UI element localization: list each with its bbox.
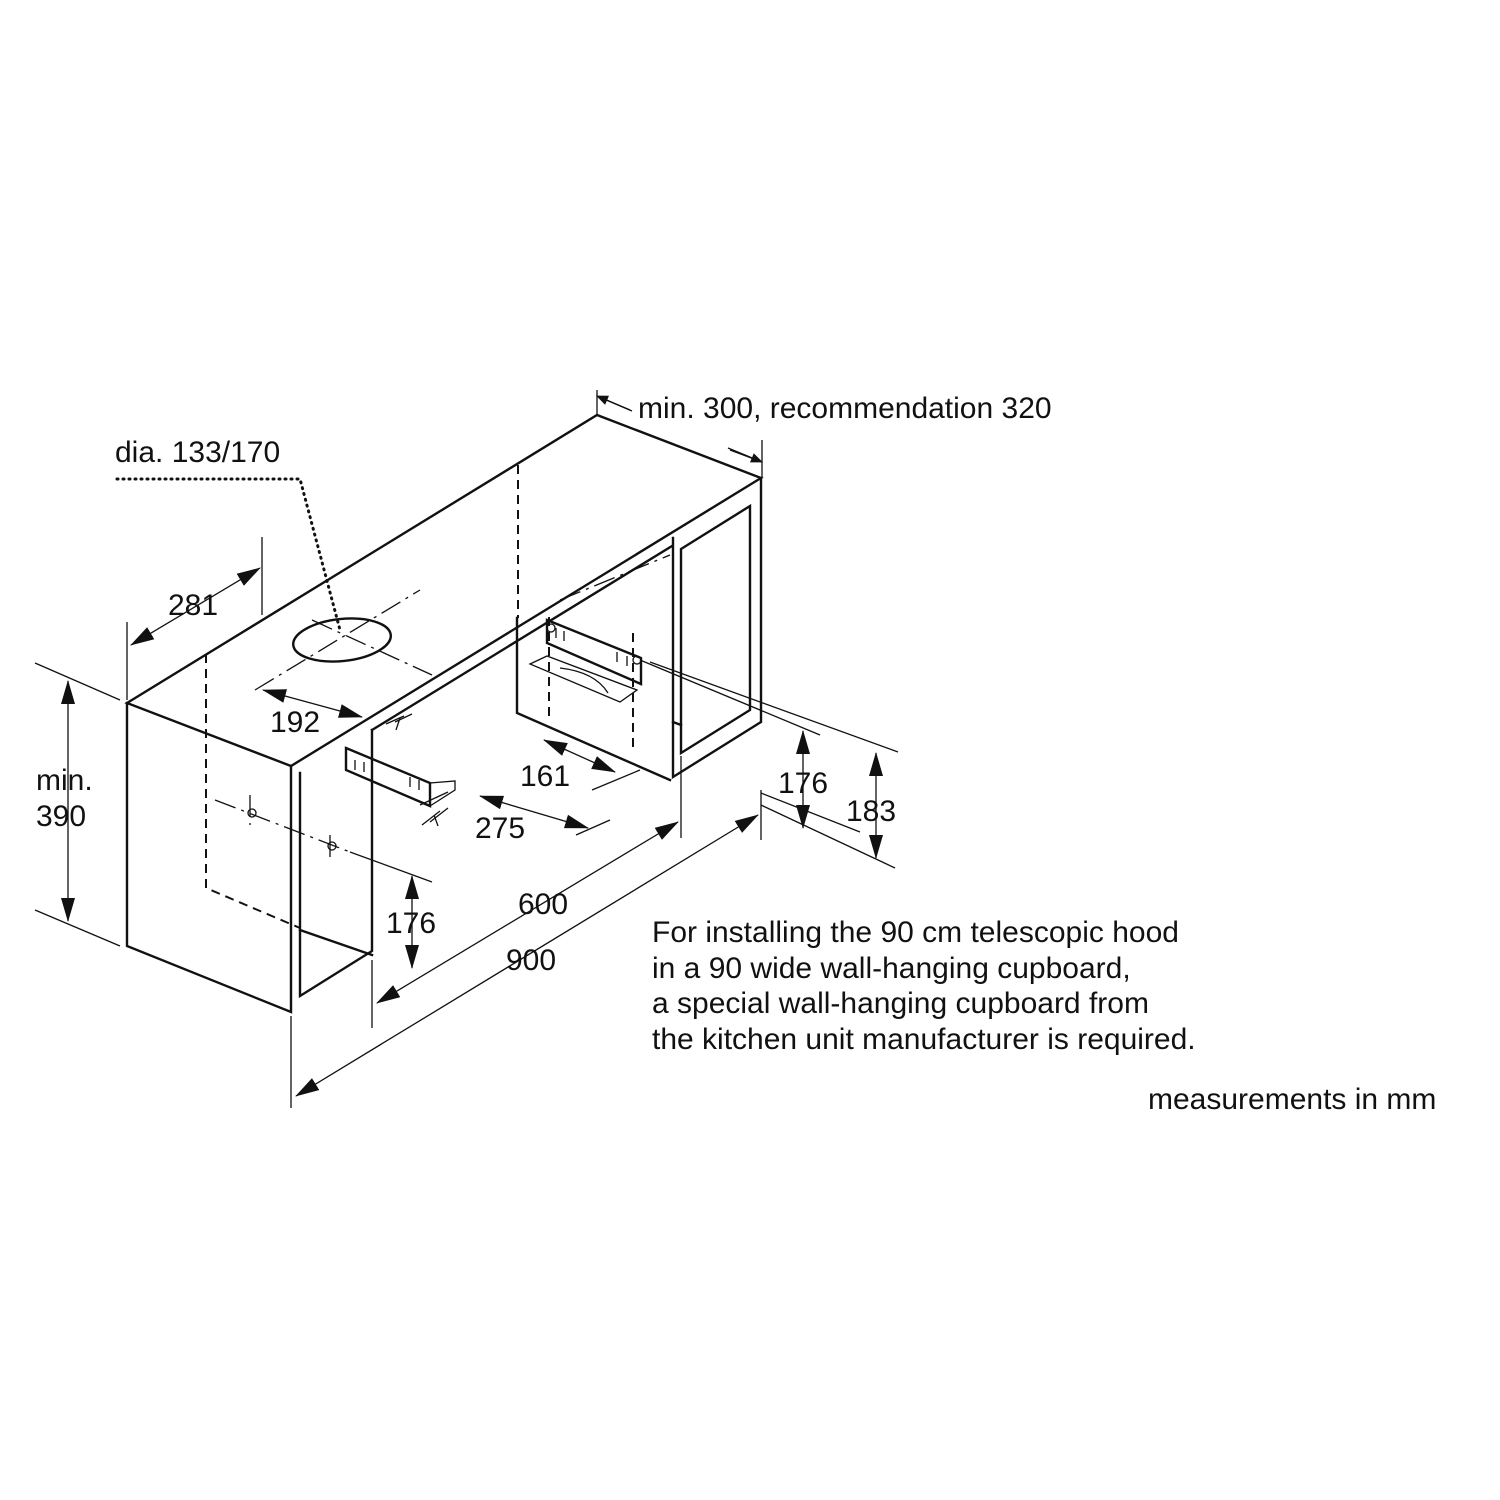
note-line-4: the kitchen unit manufacturer is require…: [652, 1022, 1196, 1056]
label-281: 281: [168, 589, 218, 622]
dimension-depth: [596, 390, 763, 478]
note-line-3: a special wall-hanging cupboard from: [652, 987, 1149, 1020]
dimension-390: [34, 662, 121, 947]
label-600: 600: [518, 888, 568, 921]
label-390: 390: [36, 800, 86, 833]
duct-opening: [254, 554, 671, 691]
label-176-left: 176: [386, 907, 436, 940]
dimension-161: [543, 739, 641, 791]
label-min: min.: [36, 764, 93, 797]
dimension-183: [649, 661, 899, 869]
hidden-edges: [205, 465, 634, 929]
wall-fixing-holes: [214, 795, 351, 860]
units-label: measurements in mm: [1148, 1083, 1437, 1116]
mounting-bracket-left: [344, 713, 456, 827]
dimension-192: [262, 689, 363, 718]
label-161: 161: [520, 760, 570, 793]
note-line-2: in a 90 wide wall-hanging cupboard,: [652, 951, 1131, 985]
dimension-281: [126, 537, 263, 700]
diameter-leader: [115, 477, 342, 632]
dimension-176-right: [639, 659, 861, 833]
mounting-bracket-right: [528, 618, 643, 703]
note-line-1: For installing the 90 cm telescopic hood: [652, 916, 1179, 949]
label-min-depth: min. 300, recommendation 320: [638, 392, 1052, 425]
label-176-right: 176: [778, 767, 828, 800]
label-192: 192: [270, 706, 320, 739]
installation-note: For installing the 90 cm telescopic hood…: [652, 915, 1352, 1057]
label-183: 183: [846, 795, 896, 828]
label-900: 900: [506, 944, 556, 977]
label-275: 275: [475, 812, 525, 845]
dimension-900: [290, 790, 762, 1108]
label-duct-diameter: dia. 133/170: [115, 436, 280, 469]
